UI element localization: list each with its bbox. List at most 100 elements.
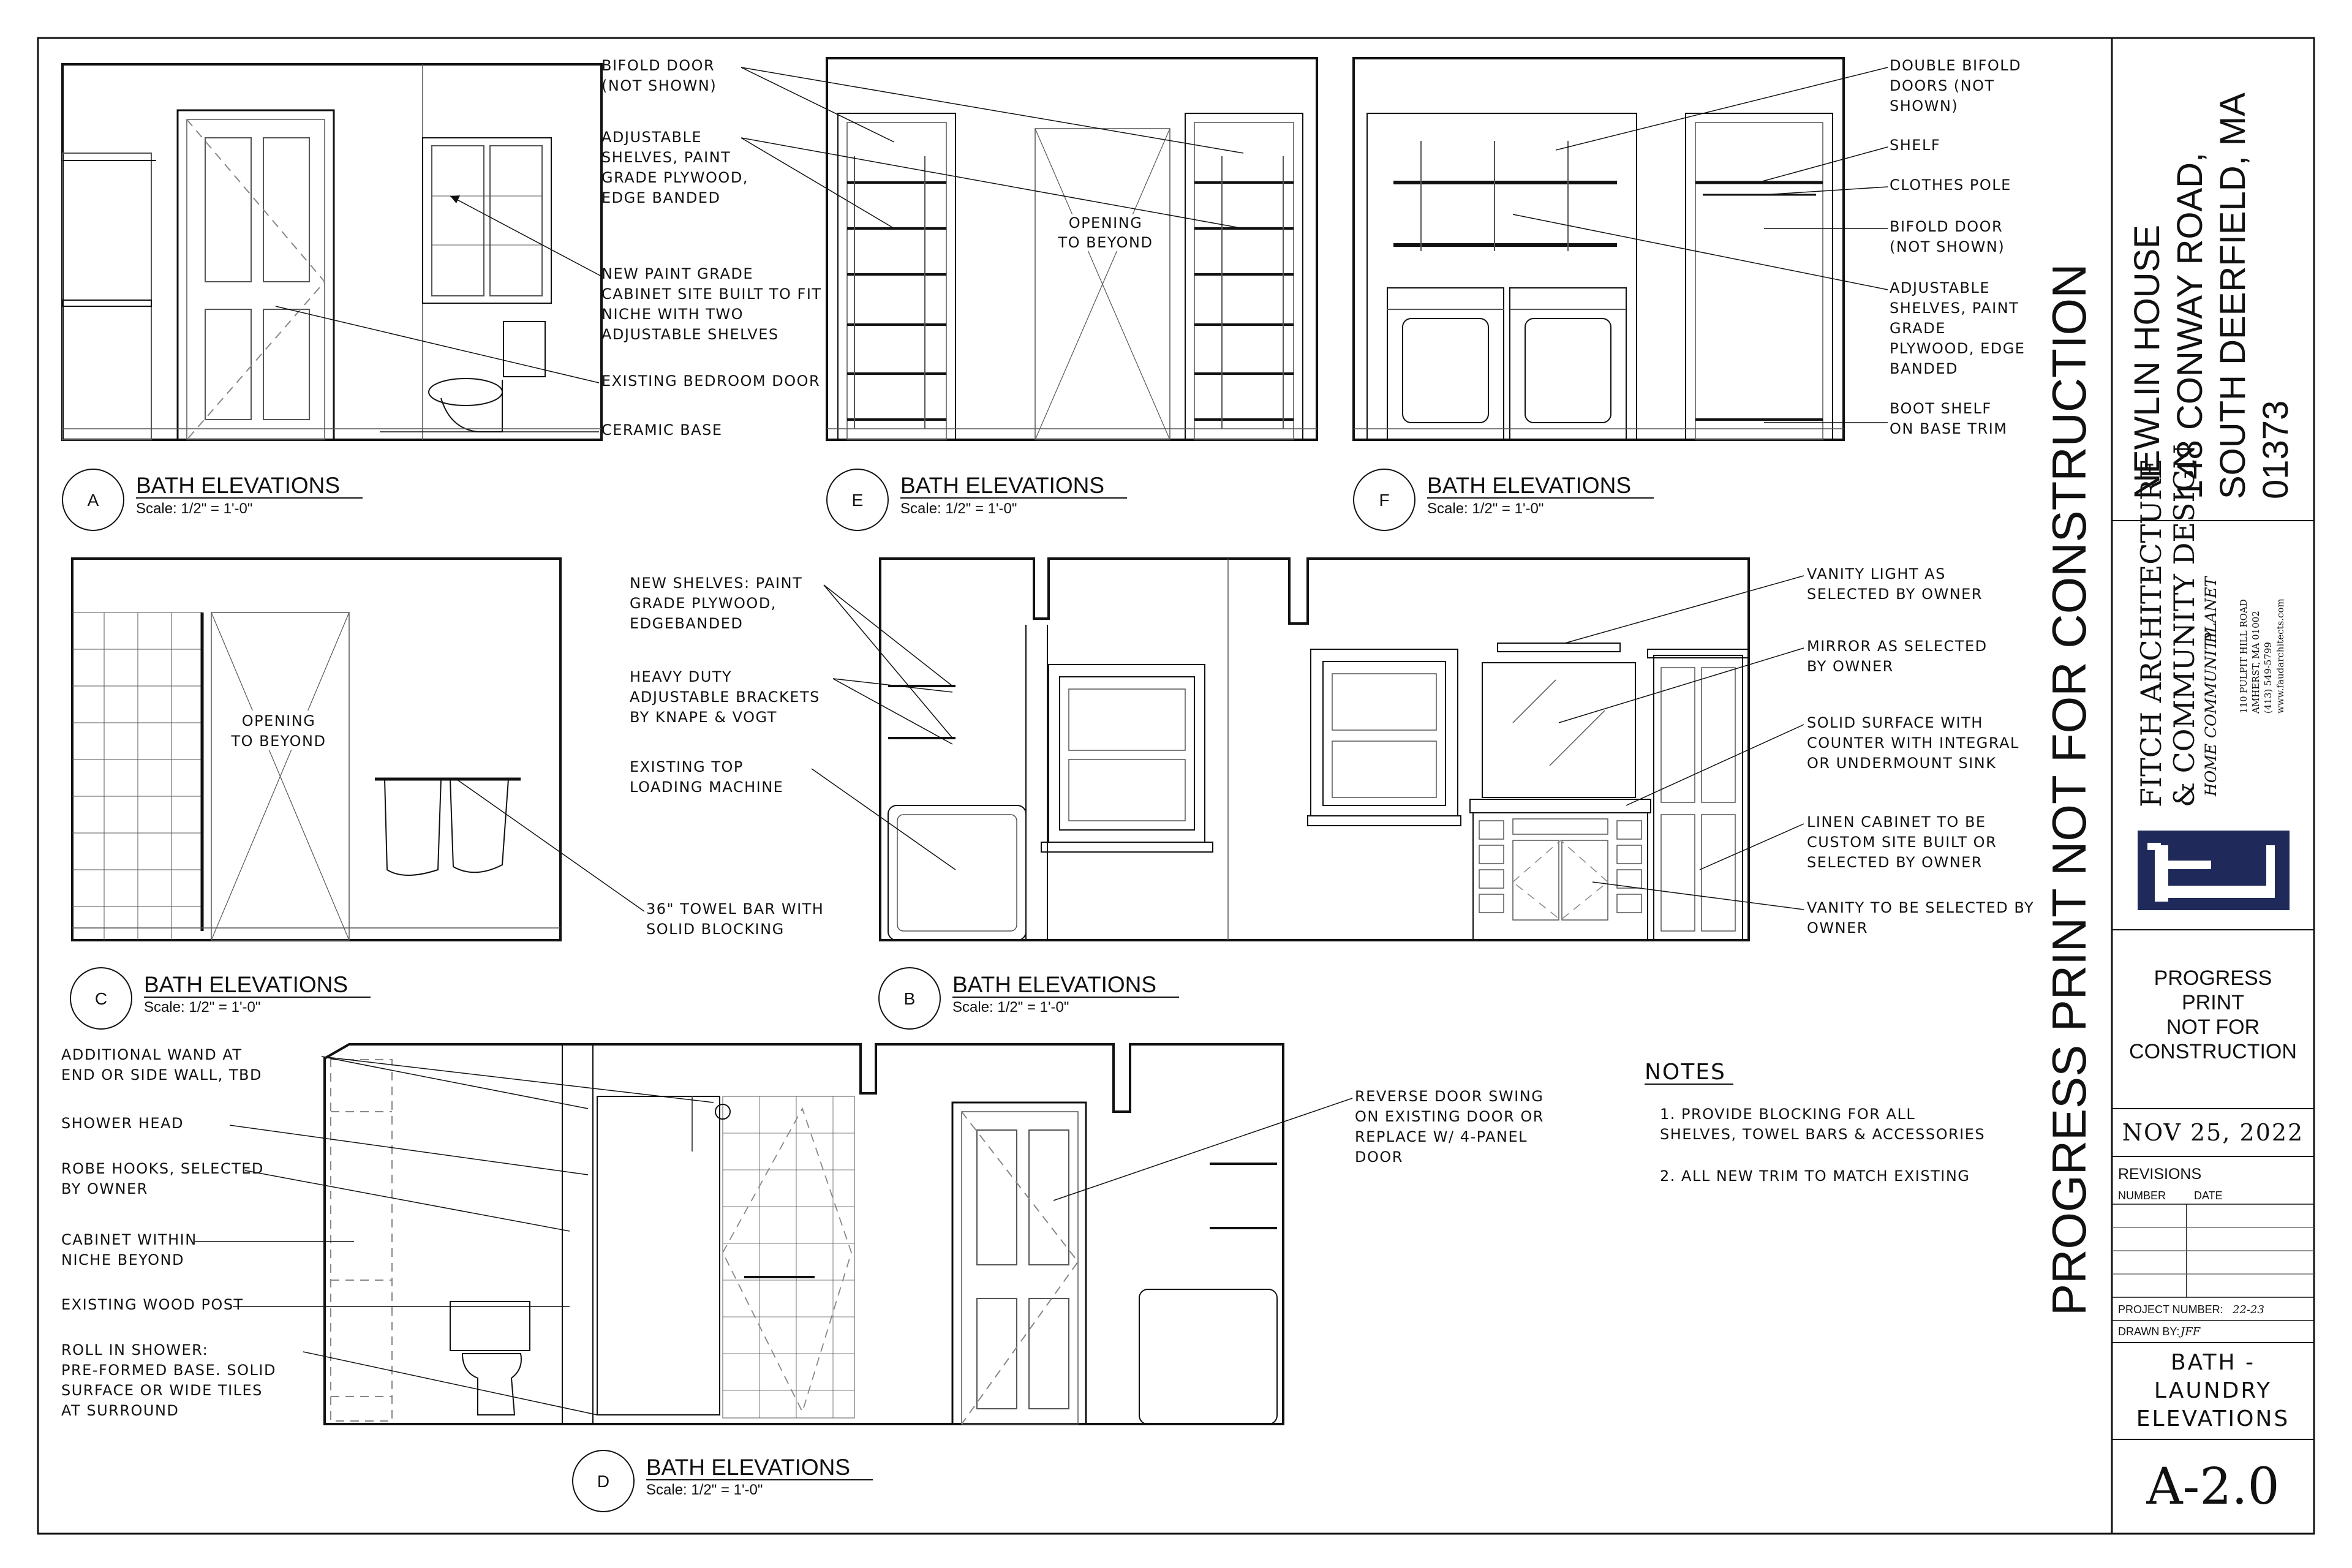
project-address-1: 148 CONWAY ROAD, (2170, 153, 2210, 499)
notes-heading: NOTES (1645, 1060, 1726, 1085)
callout-d-wand: ADDITIONAL WAND AT END OR SIDE WALL, TBD (61, 1046, 714, 1109)
svg-text:MIRROR AS SELECTED: MIRROR AS SELECTED (1807, 638, 1988, 655)
elevation-c: OPENING TO BEYOND (71, 557, 562, 941)
elevation-a (61, 63, 603, 441)
elevation-a-letter: A (88, 491, 99, 510)
svg-text:BY OWNER: BY OWNER (61, 1180, 148, 1197)
svg-text:NICHE BEYOND: NICHE BEYOND (61, 1251, 184, 1268)
svg-text:BIFOLD DOOR: BIFOLD DOOR (1890, 218, 2003, 235)
svg-text:OWNER: OWNER (1807, 919, 1868, 937)
revisions-title: REVISIONS (2118, 1166, 2201, 1183)
sheet-title-1: BATH - (2171, 1350, 2255, 1375)
project-number-label: PROJECT NUMBER: (2118, 1303, 2223, 1316)
svg-text:SELECTED BY OWNER: SELECTED BY OWNER (1807, 586, 1983, 603)
callout-b-mirror: MIRROR AS SELECTED BY OWNER (1558, 638, 1988, 723)
svg-text:(NOT SHOWN): (NOT SHOWN) (1890, 238, 2005, 255)
callout-d-cabinet: CABINET WITHIN NICHE BEYOND (61, 1231, 354, 1268)
svg-text:EXISTING BEDROOM DOOR: EXISTING BEDROOM DOOR (601, 372, 820, 390)
svg-text:CERAMIC BASE: CERAMIC BASE (601, 421, 723, 439)
svg-text:ROLL IN SHOWER:: ROLL IN SHOWER: (61, 1341, 208, 1359)
elevation-b-label: B BATH ELEVATIONS Scale: 1/2" = 1'-0" (878, 967, 1179, 1030)
elevation-f-label: F BATH ELEVATIONS Scale: 1/2" = 1'-0" (1353, 469, 1654, 531)
elevation-d-letter: D (597, 1472, 609, 1491)
svg-text:REPLACE W/ 4-PANEL: REPLACE W/ 4-PANEL (1355, 1128, 1528, 1145)
svg-text:EDGEBANDED: EDGEBANDED (630, 615, 743, 632)
svg-text:BANDED: BANDED (1890, 360, 1958, 377)
svg-text:END OR SIDE WALL, TBD: END OR SIDE WALL, TBD (61, 1066, 262, 1084)
note-1-line-1: 1. PROVIDE BLOCKING FOR ALL (1660, 1106, 1915, 1123)
callout-f-double-bifold: DOUBLE BIFOLD DOORS (NOT SHOWN) (1555, 57, 2021, 151)
elevation-d-scale: Scale: 1/2" = 1'-0" (646, 1482, 763, 1498)
svg-text:SOLID BLOCKING: SOLID BLOCKING (646, 921, 785, 938)
callouts: NEW PAINT GRADE CABINET SITE BUILT TO FI… (61, 57, 2034, 1419)
svg-text:DOOR: DOOR (1355, 1148, 1403, 1166)
project-number-value: 22-23 (2232, 1303, 2264, 1316)
elevation-e-label: E BATH ELEVATIONS Scale: 1/2" = 1'-0" (826, 469, 1127, 531)
elevation-c-opening-1: OPENING (242, 712, 316, 729)
elevation-e-opening-1: OPENING (1069, 214, 1143, 232)
status-line-4: CONSTRUCTION (2129, 1040, 2297, 1063)
svg-text:SHELVES, PAINT: SHELVES, PAINT (601, 149, 731, 166)
callout-b-vanity-light: VANITY LIGHT AS SELECTED BY OWNER (1564, 565, 1983, 644)
callout-f-clothes-pole: CLOTHES POLE (1763, 176, 2011, 195)
svg-text:HEAVY DUTY: HEAVY DUTY (630, 668, 732, 685)
elevation-f-scale: Scale: 1/2" = 1'-0" (1427, 500, 1544, 517)
elevation-b-scale: Scale: 1/2" = 1'-0" (952, 999, 1069, 1016)
svg-text:NICHE WITH TWO: NICHE WITH TWO (601, 306, 744, 323)
callout-e-shelves: ADJUSTABLE SHELVES, PAINT GRADE PLYWOOD,… (601, 129, 1244, 229)
callout-c-towel-bar: 36" TOWEL BAR WITH SOLID BLOCKING (456, 778, 824, 938)
svg-text:VANITY TO BE SELECTED BY: VANITY TO BE SELECTED BY (1807, 899, 2034, 916)
svg-text:SELECTED BY OWNER: SELECTED BY OWNER (1807, 854, 1983, 871)
elevation-e-title: BATH ELEVATIONS (900, 473, 1104, 498)
elevation-c-letter: C (95, 989, 107, 1008)
svg-text:CABINET WITHIN: CABINET WITHIN (61, 1231, 197, 1248)
elevation-f (1352, 57, 1845, 441)
svg-text:ADJUSTABLE: ADJUSTABLE (1890, 279, 1990, 296)
svg-text:ADJUSTABLE: ADJUSTABLE (601, 129, 702, 146)
svg-text:SHELVES, PAINT: SHELVES, PAINT (1890, 300, 2019, 317)
callout-b-new-shelves: NEW SHELVES: PAINT GRADE PLYWOOD, EDGEBA… (630, 575, 953, 739)
svg-text:BY KNAPE & VOGT: BY KNAPE & VOGT (630, 709, 777, 726)
elevation-a-scale: Scale: 1/2" = 1'-0" (136, 500, 252, 517)
svg-text:EXISTING TOP: EXISTING TOP (630, 758, 744, 775)
notes-block: NOTES 1. PROVIDE BLOCKING FOR ALL SHELVE… (1645, 1060, 1985, 1185)
svg-text:EDGE BANDED: EDGE BANDED (601, 189, 721, 206)
firm-name-1: FITCH ARCHITECTURE (2135, 459, 2168, 807)
svg-text:SURFACE OR WIDE TILES: SURFACE OR WIDE TILES (61, 1382, 263, 1399)
svg-text:PLYWOOD, EDGE: PLYWOOD, EDGE (1890, 340, 2025, 357)
elevation-c-scale: Scale: 1/2" = 1'-0" (144, 999, 260, 1016)
svg-text:36" TOWEL BAR WITH: 36" TOWEL BAR WITH (646, 900, 824, 918)
callout-a-new-cabinet: NEW PAINT GRADE CABINET SITE BUILT TO FI… (450, 195, 821, 343)
svg-text:COUNTER WITH INTEGRAL: COUNTER WITH INTEGRAL (1807, 734, 2019, 752)
elevation-d-title: BATH ELEVATIONS (646, 1455, 850, 1480)
callout-d-shower-head: SHOWER HEAD (61, 1115, 589, 1175)
svg-text:ROBE HOOKS, SELECTED: ROBE HOOKS, SELECTED (61, 1160, 264, 1177)
revisions-col-number: NUMBER (2118, 1189, 2166, 1202)
elevation-f-title: BATH ELEVATIONS (1427, 473, 1631, 498)
elevation-c-opening-2: TO BEYOND (231, 733, 326, 750)
callout-b-solid-surface: SOLID SURFACE WITH COUNTER WITH INTEGRAL… (1626, 714, 2019, 806)
sheet-title-3: ELEVATIONS (2136, 1406, 2290, 1431)
svg-text:VANITY LIGHT AS: VANITY LIGHT AS (1807, 565, 1946, 582)
callout-a-ceramic-base: CERAMIC BASE (380, 421, 723, 439)
svg-text:CLOTHES POLE: CLOTHES POLE (1890, 176, 2011, 194)
project-zip: 01373 (2256, 401, 2296, 499)
callout-d-roll-in: ROLL IN SHOWER: PRE-FORMED BASE. SOLID S… (61, 1341, 598, 1419)
sheet-border (37, 37, 2315, 1535)
project-address-2: SOUTH DEERFIELD, MA (2213, 92, 2253, 499)
status-line-1: PROGRESS (2154, 967, 2272, 990)
elevation-b (879, 557, 1750, 941)
issue-date: NOV 25, 2022 (2122, 1119, 2304, 1146)
title-block: NEWLIN HOUSE 148 CONWAY ROAD, SOUTH DEER… (2112, 92, 2314, 1516)
callout-a-bedroom-door: EXISTING BEDROOM DOOR (275, 306, 820, 390)
firm-address-4: www.faudarchitects.com (2275, 598, 2286, 714)
callout-b-linen: LINEN CABINET TO BE CUSTOM SITE BUILT OR… (1699, 813, 1996, 871)
firm-name-2: & COMMUNITY DESIGN (2168, 444, 2201, 807)
firm-tagline-planet: PLANET (2202, 575, 2220, 644)
svg-text:ON BASE TRIM: ON BASE TRIM (1890, 420, 2008, 437)
revisions-col-date: DATE (2194, 1189, 2223, 1202)
svg-text:GRADE PLYWOOD,: GRADE PLYWOOD, (601, 169, 748, 186)
elevation-c-title: BATH ELEVATIONS (144, 972, 348, 997)
elevation-a-title: BATH ELEVATIONS (136, 473, 340, 498)
